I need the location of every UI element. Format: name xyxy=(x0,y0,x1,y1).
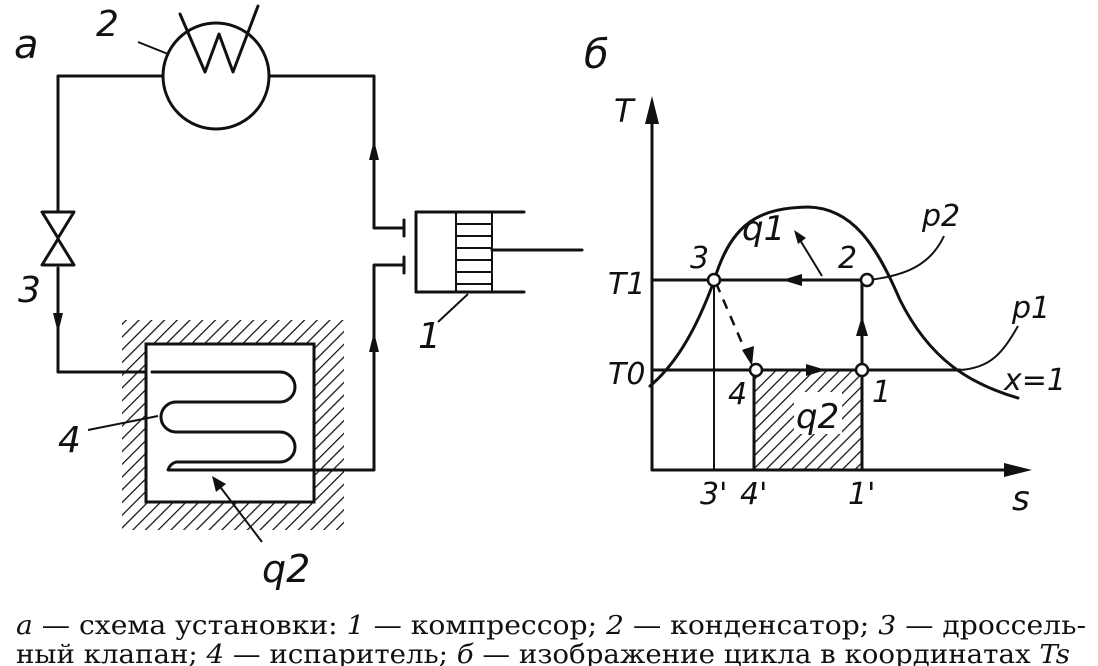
t1-label: T1 xyxy=(608,267,645,302)
caption-line1-part: а xyxy=(16,611,33,641)
flow-arrow-up-icon xyxy=(369,332,379,352)
state-point-1 xyxy=(854,362,870,378)
s-axis-label: s xyxy=(1012,479,1030,519)
point-3-label: 3 xyxy=(690,241,709,276)
panel-a-label: а xyxy=(14,22,39,68)
flow-arrow-up-icon xyxy=(369,140,379,160)
compressor: 1 xyxy=(402,210,584,357)
state-point-4 xyxy=(748,362,764,378)
throttle-valve: 3 xyxy=(18,210,76,311)
caption-line2-part: — испаритель; xyxy=(224,640,457,666)
caption-line2-part: — изображение цикла в координатах xyxy=(474,640,1040,666)
caption-line2-part: б xyxy=(457,640,474,666)
point-1-label: 1 xyxy=(872,375,891,410)
valve-number: 3 xyxy=(18,270,41,311)
flow-arrow-left-icon xyxy=(782,274,802,286)
tick-4prime: 4' xyxy=(740,477,767,512)
caption-line2-part: ный клапан; xyxy=(16,640,207,666)
heat-arrow-icon xyxy=(212,476,226,492)
caption-line1-part: — схема установки: xyxy=(33,611,347,641)
state-point-2 xyxy=(859,272,875,288)
saturation-curve xyxy=(648,205,1020,400)
condenser: 2 xyxy=(96,4,271,131)
caption-line2-part: 4 xyxy=(205,640,224,666)
q1-arrow-icon xyxy=(794,230,806,244)
compressor-number: 1 xyxy=(418,316,441,357)
t-axis-label: T xyxy=(614,92,636,130)
condenser-number: 2 xyxy=(96,4,119,45)
s-axis-arrow-icon xyxy=(1004,463,1032,477)
q1-label: q1 xyxy=(742,209,785,249)
caption-line1-part: — конденсатор; xyxy=(624,611,878,641)
tick-1prime: 1' xyxy=(848,477,875,512)
evaporator-number: 4 xyxy=(58,420,81,461)
flow-arrow-right-icon xyxy=(806,364,826,376)
caption-line1-part: — компрессор; xyxy=(365,611,606,641)
isobar-p1 xyxy=(959,325,1019,371)
point-4-label: 4 xyxy=(728,377,747,412)
ts-diagram-b: б T s q2 x=1 p2 p1 T1 T0 xyxy=(584,32,1066,519)
isobar-p2 xyxy=(867,235,945,281)
tick-3prime: 3' xyxy=(700,477,727,512)
throttling-arrow-icon xyxy=(742,346,754,366)
heat-label-q2: q2 xyxy=(262,547,310,591)
flow-arrow-up-icon xyxy=(856,316,868,336)
schematic-a: а 2 3 xyxy=(14,4,584,591)
p2-label: p2 xyxy=(921,199,960,234)
state-point-3 xyxy=(706,272,722,288)
evaporator: 4 q2 xyxy=(58,320,344,591)
caption-line-1: а — схема установки: 1 — компрессор; 2 —… xyxy=(16,611,1086,641)
point-2-label: 2 xyxy=(838,241,857,276)
p1-label: p1 xyxy=(1011,291,1050,326)
t0-label: T0 xyxy=(608,357,645,392)
q1-arrow xyxy=(799,239,823,277)
caption-line2-part: Ts xyxy=(1039,640,1070,666)
caption-line1-part: 1 xyxy=(347,611,365,641)
panel-b-label: б xyxy=(584,32,609,78)
caption-line1-part: 2 xyxy=(605,611,624,641)
caption-line-2: ный клапан; 4 — испаритель; б — изображе… xyxy=(16,640,1070,666)
t-axis-arrow-icon xyxy=(645,96,659,124)
flow-arrow-down-icon xyxy=(53,313,63,333)
q2-area-label: q2 xyxy=(796,397,839,437)
caption-line1-part: — дроссель- xyxy=(896,611,1086,641)
saturation-label: x=1 xyxy=(1003,363,1066,398)
caption-line1-part: 3 xyxy=(878,611,896,641)
